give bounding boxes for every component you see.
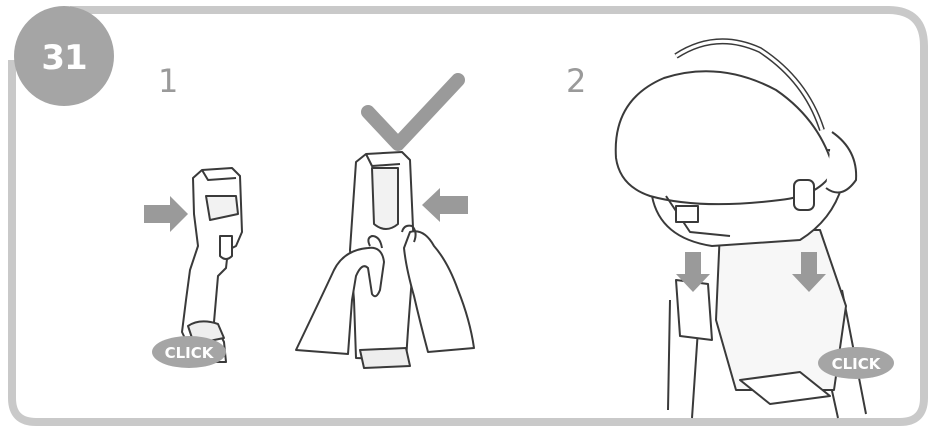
adapter-left xyxy=(182,168,242,362)
checkmark-icon xyxy=(368,80,458,144)
push-arrow-icon xyxy=(144,196,188,232)
step-number: 31 xyxy=(26,38,102,78)
click-label-left: CLICK xyxy=(152,344,226,362)
substep-2-label: 2 xyxy=(566,62,586,100)
push-arrow-icon xyxy=(422,188,468,222)
click-label-right: CLICK xyxy=(818,355,894,373)
substep-1-label: 1 xyxy=(158,62,178,100)
